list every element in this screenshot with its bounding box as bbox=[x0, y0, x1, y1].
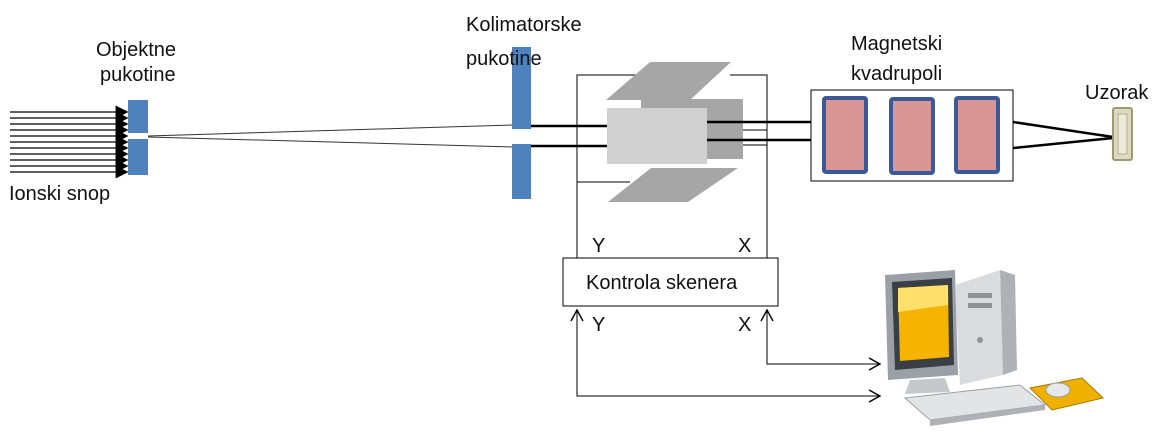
deflector-plate-bottom bbox=[608, 168, 738, 202]
ion-beam-label: Ionski snop bbox=[9, 183, 111, 205]
quadrupole-1 bbox=[822, 96, 868, 174]
scanner-control-label: Kontrola skenera bbox=[586, 272, 738, 294]
x-label-bottom: X bbox=[738, 314, 752, 336]
deflector-plate-front bbox=[607, 108, 707, 164]
collimator-slits-label-line1: Kolimatorske bbox=[466, 14, 582, 36]
control-arrows bbox=[570, 308, 882, 403]
sample-label: Uzorak bbox=[1085, 82, 1149, 104]
beam-through-scanner bbox=[531, 120, 811, 148]
object-slit-bottom bbox=[128, 139, 148, 175]
ion-beam-arrows bbox=[10, 105, 129, 179]
quadrupoles-label-line2: kvadrupoli bbox=[851, 63, 943, 85]
y-label-bottom: Y bbox=[592, 314, 606, 336]
y-label-top: Y bbox=[592, 235, 606, 257]
focused-beam bbox=[1012, 120, 1114, 150]
quadrupoles-label-line1: Magnetski bbox=[851, 33, 943, 55]
collimator-slit-top bbox=[512, 47, 531, 129]
quadrupole-2 bbox=[889, 97, 935, 175]
object-slits-label-line2: pukotine bbox=[100, 64, 176, 86]
scanner-control-box bbox=[562, 257, 779, 307]
sample-inner bbox=[1117, 113, 1128, 155]
x-label-top: X bbox=[738, 235, 752, 257]
object-slits-label-line1: Objektne bbox=[96, 39, 177, 61]
collimator-slit-bottom bbox=[512, 144, 531, 199]
collimator-slits-label-line2: pukotine bbox=[466, 48, 542, 70]
deflector-plate-top bbox=[606, 62, 731, 100]
object-slit-top bbox=[128, 100, 148, 133]
computer-icon bbox=[885, 270, 1105, 426]
beam-divergence-lines bbox=[147, 124, 513, 148]
quadrupole-3 bbox=[954, 96, 1000, 174]
